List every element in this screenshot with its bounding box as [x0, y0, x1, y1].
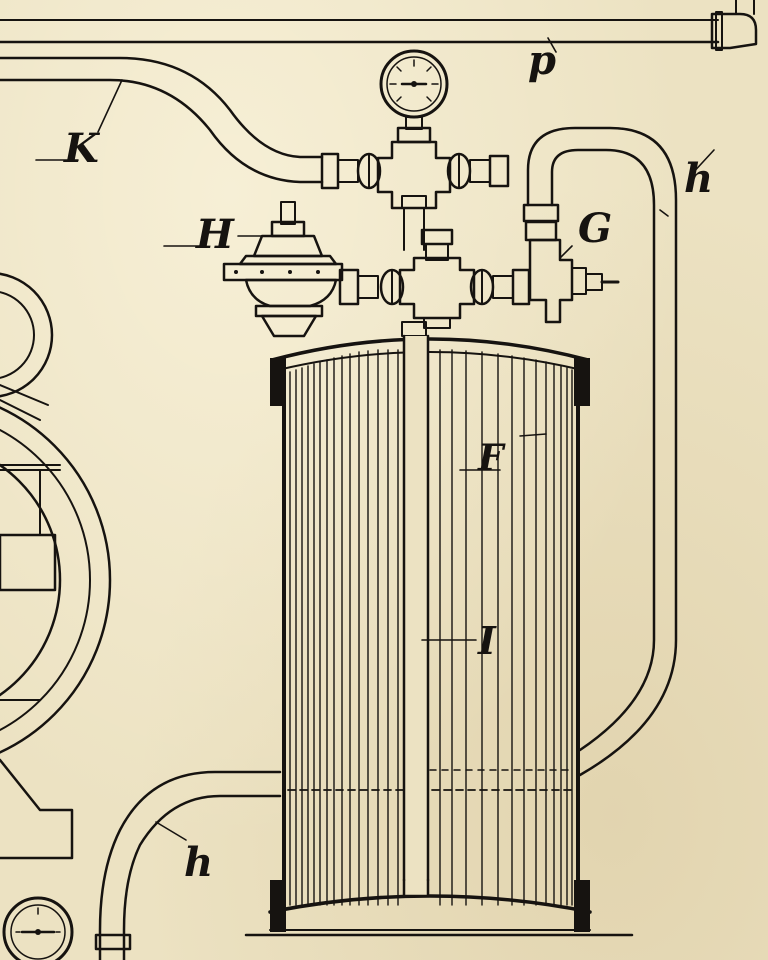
pipe-h-lower	[94, 770, 282, 960]
label-F: F	[477, 437, 506, 479]
lower-cross-fitting	[338, 228, 531, 337]
leader-lines	[35, 37, 715, 841]
tank-F	[244, 337, 634, 937]
label-K: K	[63, 125, 101, 172]
upper-cross-fitting	[320, 140, 510, 251]
labels: p K H G h F I h	[63, 37, 713, 886]
fitting-G	[524, 220, 620, 324]
label-h-upper: h	[684, 155, 713, 202]
tube-I	[402, 334, 430, 898]
label-h-lower: h	[184, 839, 213, 886]
label-G: G	[578, 205, 612, 252]
pressure-gauge-top	[379, 49, 449, 144]
hose-K	[0, 56, 324, 184]
label-H: H	[195, 211, 235, 258]
label-p: p	[528, 37, 556, 84]
valve-H	[222, 201, 344, 338]
wheel-frame	[0, 272, 112, 860]
pipe-p	[0, 0, 758, 51]
pressure-gauge-bottom	[2, 896, 74, 960]
label-I: I	[477, 618, 497, 663]
